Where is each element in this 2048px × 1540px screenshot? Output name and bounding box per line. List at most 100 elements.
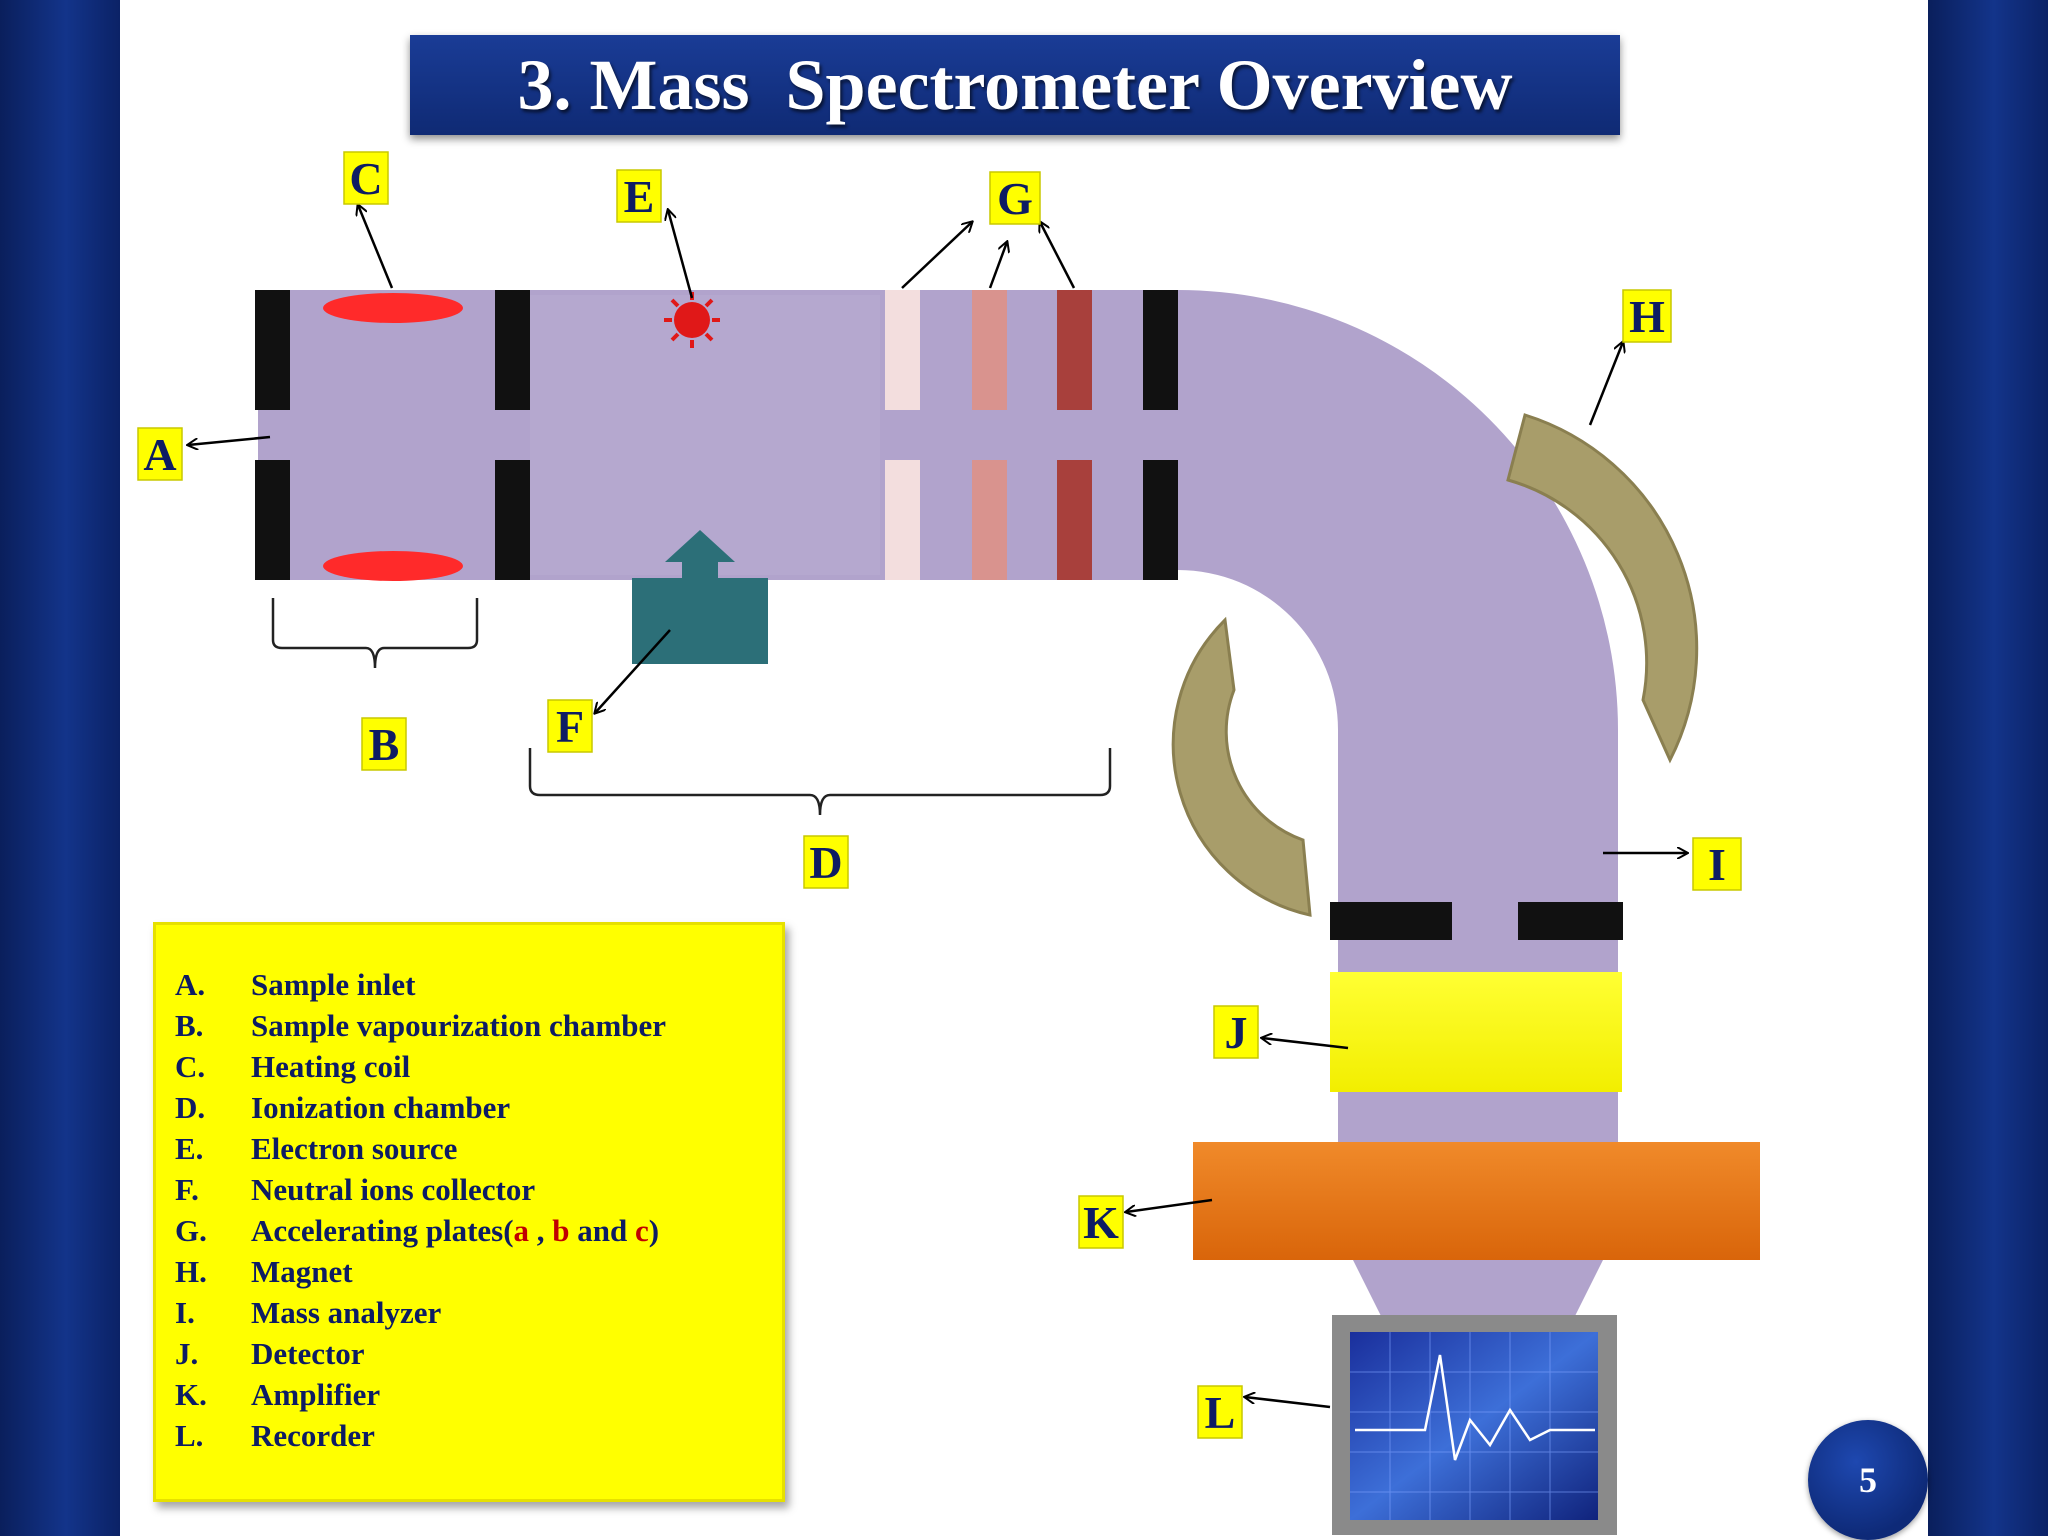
arrow-g-b [988, 242, 1007, 289]
legend-text: Electron source [251, 1131, 458, 1166]
label-j-text: J [1225, 1007, 1248, 1058]
label-i-text: I [1708, 839, 1726, 890]
label-d-text: D [809, 837, 842, 888]
label-g-text: G [997, 173, 1033, 224]
chamber-plate-top [495, 290, 530, 410]
heating-coil-top [323, 293, 463, 323]
legend-text: Magnet [251, 1254, 353, 1289]
collector-body [632, 578, 768, 664]
legend-item-l: L. Recorder [175, 1415, 666, 1456]
legend-item-j: J. Detector [175, 1333, 666, 1374]
monitor-signal-trace [1355, 1354, 1595, 1461]
legend-letter: D. [175, 1090, 206, 1125]
accel-plate-b-top [972, 290, 1007, 410]
label-i: I [1692, 837, 1742, 891]
legend-letter: G. [175, 1213, 207, 1248]
legend-separator: , [529, 1213, 553, 1248]
brace-b [271, 598, 479, 669]
legend-item-c: C. Heating coil [175, 1046, 666, 1087]
page-title: 3. Mass Spectrometer Overview [517, 44, 1513, 125]
legend-text: Amplifier [251, 1377, 381, 1412]
label-e: E [616, 169, 662, 223]
label-b: B [361, 717, 407, 771]
legend-letter: J. [175, 1336, 199, 1371]
label-g: G [989, 171, 1041, 225]
letter-labels: A B C D E F G H [137, 151, 1742, 1439]
right-frame-bar [1928, 0, 2048, 1536]
legend-text: Mass analyzer [251, 1295, 442, 1330]
legend-letter: A. [175, 967, 206, 1002]
legend-letter: B. [175, 1008, 204, 1043]
detector-block [1330, 972, 1622, 1092]
legend-item-h: H. Magnet [175, 1251, 666, 1292]
magnet-outer-arc [1506, 413, 1699, 764]
legend-text: Neutral ions collector [251, 1172, 536, 1207]
page-number-badge: 5 [1808, 1420, 1928, 1540]
pointer-arrows [188, 205, 1687, 1409]
arrow-c [358, 205, 394, 289]
collector-arrow [665, 530, 735, 580]
neutral-ions-collector [632, 530, 768, 664]
label-b-text: B [369, 719, 400, 770]
arrow-l [1245, 1397, 1331, 1409]
mass-analyzer-tube [1178, 290, 1618, 1150]
arrow-g-a [901, 222, 972, 289]
legend-letter: H. [175, 1254, 207, 1289]
legend-item-e: E. Electron source [175, 1128, 666, 1169]
label-l-text: L [1205, 1387, 1236, 1438]
label-e-text: E [624, 171, 655, 222]
accel-plate-b-bottom [972, 460, 1007, 580]
legend-item-i: I. Mass analyzer [175, 1292, 666, 1333]
legend-letter: K. [175, 1377, 207, 1412]
legend-letter: F. [175, 1172, 199, 1207]
arrow-k [1126, 1198, 1213, 1212]
legend-letter: C. [175, 1049, 206, 1084]
label-k-text: K [1083, 1197, 1119, 1248]
plate-a-label: a [513, 1213, 530, 1248]
legend-text: Accelerating plates(a , b and c) [251, 1210, 659, 1251]
plate-c-label: c [635, 1213, 649, 1248]
arrow-h [1588, 342, 1623, 426]
accel-plate-c-top [1057, 290, 1092, 410]
chamber-tube [258, 290, 1618, 1330]
accel-plate-a-bottom [885, 460, 920, 580]
arrow-j [1262, 1038, 1349, 1050]
label-c: C [343, 151, 389, 205]
label-a-text: A [143, 429, 176, 480]
accelerating-plates [885, 290, 1092, 580]
legend-text-suffix: ) [648, 1213, 660, 1248]
legend-item-g: G. Accelerating plates(a , b and c) [175, 1210, 666, 1251]
legend-text-prefix: Accelerating plates( [251, 1213, 514, 1248]
plate-b-label: b [552, 1213, 570, 1248]
arrow-e [668, 210, 694, 299]
electron-source-core [674, 302, 710, 338]
heating-coils [323, 293, 463, 581]
page-number: 5 [1859, 1460, 1877, 1500]
label-h-text: H [1629, 291, 1665, 342]
electron-source [664, 292, 720, 348]
label-k: K [1078, 1195, 1124, 1249]
chamber-plate-bottom [495, 460, 530, 580]
legend-item-a: A. Sample inlet [175, 964, 666, 1005]
legend-separator: and [569, 1213, 636, 1248]
detector-slit-right [1518, 902, 1623, 940]
inlet-plate-bottom [255, 460, 290, 580]
amplifier-block [1193, 1142, 1760, 1260]
label-a: A [137, 427, 183, 481]
label-f: F [547, 699, 593, 753]
title-banner: 3. Mass Spectrometer Overview [410, 35, 1620, 135]
magnet-group [1171, 413, 1699, 917]
legend-box: A. Sample inlet B. Sample vapourization … [153, 922, 785, 1502]
legend-letter: E. [175, 1131, 204, 1166]
exit-plate-top [1143, 290, 1178, 410]
arrow-a [188, 435, 271, 445]
exit-plate-bottom [1143, 460, 1178, 580]
monitor-grid [1350, 1332, 1598, 1520]
label-l: L [1197, 1385, 1243, 1439]
legend-text: Sample vapourization chamber [251, 1008, 667, 1043]
label-j: J [1213, 1005, 1259, 1059]
legend-text: Recorder [251, 1418, 375, 1453]
legend-item-b: B. Sample vapourization chamber [175, 1005, 666, 1046]
legend-item-f: F. Neutral ions collector [175, 1169, 666, 1210]
